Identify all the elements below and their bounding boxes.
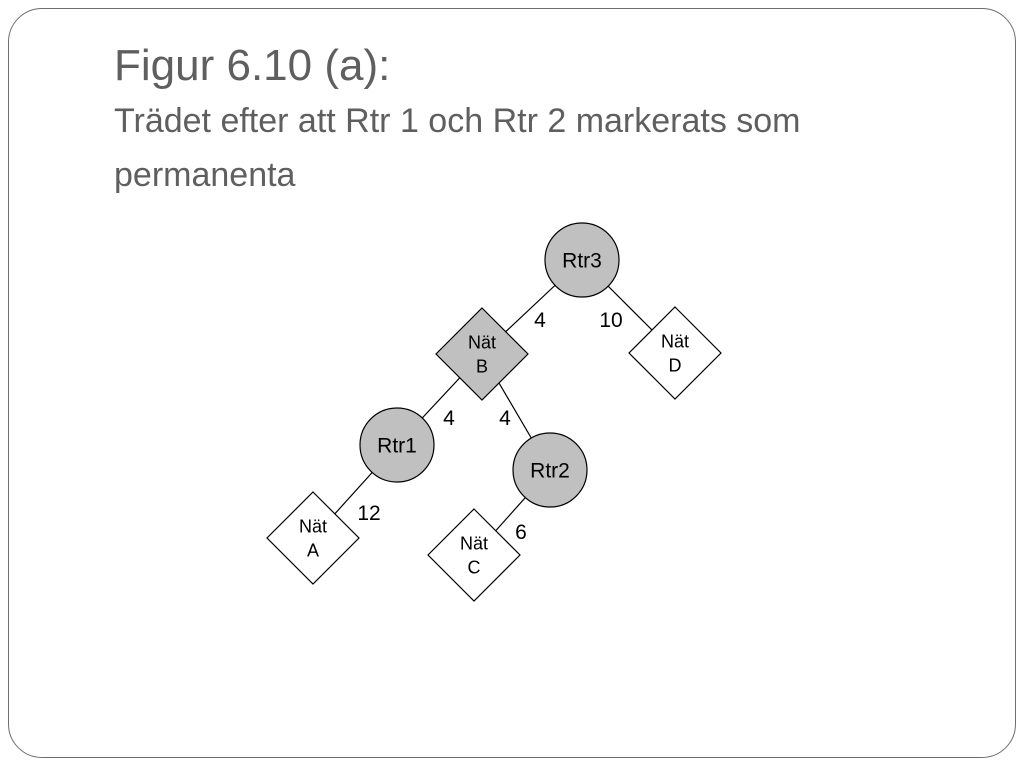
network-diamond-netc [427,508,521,602]
node-label-rtr1-0: Rtr1 [377,435,417,458]
node-rtr1: Rtr1 [359,407,435,483]
edge-cost-rtr2-netc: 6 [515,521,527,544]
router-circle-rtr2 [512,432,588,508]
edge-cost-rtr3-netd: 10 [599,309,622,332]
node-label-netc-0: Nät [460,533,488,553]
slide-title-subtitle: Trädet efter att Rtr 1 och Rtr 2 markera… [114,102,801,194]
edge-cost-netb-rtr2: 4 [499,407,511,430]
node-label-neta-1: A [307,540,319,560]
edge-cost-netb-rtr1: 4 [443,407,455,430]
edge-cost-rtr1-neta: 12 [357,502,380,525]
router-circle-rtr3 [544,222,620,298]
node-rtr2: Rtr2 [512,432,588,508]
edge-cost-rtr3-netb: 4 [534,309,546,332]
node-label-netd-1: D [669,355,682,375]
network-diamond-netd [628,306,722,400]
node-label-rtr3-0: Rtr3 [562,250,602,273]
node-label-netb-0: Nät [468,332,496,352]
node-label-netc-1: C [468,557,481,577]
slide-title: Figur 6.10 (a): Trädet efter att Rtr 1 o… [114,40,974,202]
network-diamond-neta [266,491,360,585]
node-label-netb-1: B [476,356,488,376]
network-diamond-netb [435,307,529,401]
cost-labels-layer: 4 10 4 4 12 6 [357,309,622,544]
slide-frame [8,8,1016,758]
node-label-netd-0: Nät [661,331,689,351]
slide-title-main: Figur 6.10 (a): [114,41,391,90]
node-label-rtr2-0: Rtr2 [530,460,570,483]
node-label-neta-0: Nät [299,516,327,536]
node-rtr3: Rtr3 [544,222,620,298]
router-circle-rtr1 [359,407,435,483]
